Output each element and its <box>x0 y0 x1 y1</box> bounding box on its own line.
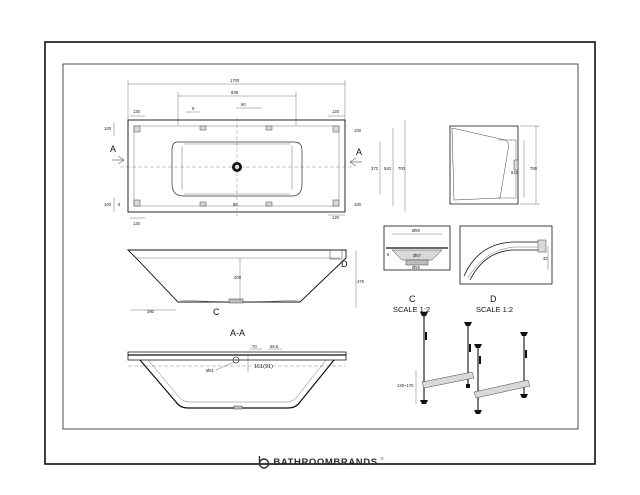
dim-corner-right-bottom: 120 <box>332 215 340 220</box>
detail-d: 32 D SCALE 1:2 <box>459 225 553 314</box>
dim-corner-right-top: 120 <box>332 109 340 114</box>
brand-name: BATHROOMBRANDS <box>273 456 378 468</box>
dim-mid-width: 540 <box>384 166 392 171</box>
dim-overall-length: 1700 <box>230 78 240 83</box>
dim-section-height: 161(91) <box>254 364 273 370</box>
dim-inner-width: 372 <box>371 166 379 171</box>
dim-drain-offset: 80 <box>241 102 246 107</box>
detail-c: Ø80 6 Ø57 Ø55 C SCALE 1:2 <box>383 225 451 314</box>
detail-d-label: D <box>490 294 497 304</box>
inner-frame <box>62 63 579 430</box>
detail-d-callout: D <box>341 259 348 269</box>
dim-side-height: 790 <box>530 166 538 171</box>
side-view: 790 610 <box>449 125 540 205</box>
section-title: A-A <box>230 328 245 338</box>
outer-frame <box>44 41 596 465</box>
dim-small-offset: 6 <box>192 106 195 111</box>
dim-right-lower: 100 <box>354 202 362 207</box>
dim-section-rim-edge: 65.5 <box>270 344 279 349</box>
dim-c-top-dia: Ø80 <box>412 228 421 233</box>
dim-front-overall-height: 475 <box>357 279 365 284</box>
plan-view: 1700 838 80 6 120 120 100 100 6 A A <box>104 78 406 226</box>
dim-front-base-offset: 390 <box>147 309 155 314</box>
detail-c-callout: C <box>213 307 220 317</box>
brand-trademark: ® <box>380 456 384 461</box>
dim-left-lower: 100 <box>104 202 112 207</box>
section-marker-left: A <box>110 144 116 154</box>
dim-d-height: 32 <box>543 256 548 261</box>
dim-section-outlet: Ø51 <box>206 368 215 373</box>
dim-legs-adjust: 120~170 <box>397 383 414 388</box>
detail-c-label: C <box>409 294 416 304</box>
dim-c-left: 6 <box>387 252 390 257</box>
b-logo-icon <box>259 456 270 469</box>
dim-overall-width: 700 <box>398 166 406 171</box>
dim-left-upper: 100 <box>104 126 112 131</box>
dim-c-bottom-dia: Ø55 <box>412 265 421 270</box>
section-view: A-A 70 65.5 Ø51 161(91) <box>127 328 347 410</box>
dim-inner-length: 838 <box>231 90 239 95</box>
dim-side-inner-height: 610 <box>511 170 519 175</box>
brand-logo: BATHROOMBRANDS ® <box>240 452 400 472</box>
dim-front-depth: 400 <box>234 275 242 280</box>
dim-section-rim: 70 <box>252 344 257 349</box>
detail-c-scale: SCALE 1:2 <box>393 305 430 314</box>
detail-d-scale: SCALE 1:2 <box>476 305 513 314</box>
dim-c-mid-dia: Ø57 <box>413 253 422 258</box>
dim-corner-left-bottom: 120 <box>133 221 141 226</box>
dim-bottom-center: 80 <box>233 202 238 207</box>
dim-right-upper: 100 <box>354 128 362 133</box>
legs-assembly: 120~170 <box>397 312 531 414</box>
dim-left-gap: 6 <box>118 202 121 207</box>
dim-corner-left-top: 120 <box>133 109 141 114</box>
section-marker-right: A <box>356 147 362 157</box>
front-view: 400 475 390 C D <box>126 249 365 317</box>
